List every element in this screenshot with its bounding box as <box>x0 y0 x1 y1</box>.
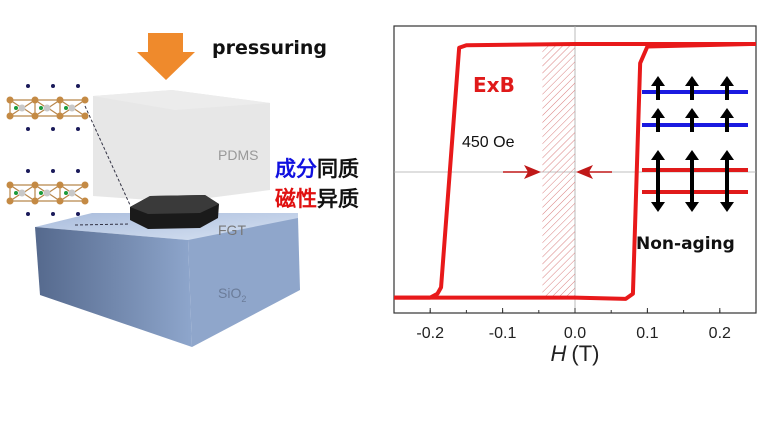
pdms-top <box>93 90 270 110</box>
fgt-label: FGT <box>218 222 246 238</box>
x-tick-label: -0.2 <box>416 325 444 342</box>
zoom-guide-line <box>84 105 131 206</box>
inset-label: Non-aging <box>636 234 735 254</box>
shift-label: 450 Oe <box>462 134 515 151</box>
hysteresis-chart: -0.2 -0.1 0.0 0.1 0.2 ExB 450 Oe Non-aging H… <box>393 25 757 366</box>
x-tick-label: -0.1 <box>489 325 517 342</box>
caption-line-1: 成分同质 <box>275 157 359 181</box>
fgt-flake-top <box>130 195 219 214</box>
loop-label: ExB <box>473 73 515 97</box>
shift-arrow-right-icon <box>576 165 612 179</box>
caption-line-2: 磁性异质 <box>275 187 359 211</box>
shift-arrow-left-icon <box>503 165 541 179</box>
crystal-structure-icon <box>6 84 89 216</box>
x-tick-label: 0.1 <box>636 325 658 342</box>
pdms-label: PDMS <box>218 147 258 163</box>
spin-inset-icon <box>642 76 748 212</box>
substrate-front <box>35 227 192 347</box>
zoom-guide-line <box>74 223 131 226</box>
exchange-bias-shaded-region <box>542 43 575 298</box>
substrate-label: SiO2 <box>218 285 246 304</box>
x-tick-label: 0.2 <box>709 325 731 342</box>
substrate-side <box>188 218 300 347</box>
x-tick-label: 0.0 <box>564 325 586 342</box>
x-axis-label: H(T) <box>551 341 600 366</box>
pressure-arrow-icon <box>137 33 195 80</box>
hysteresis-branch <box>394 41 757 301</box>
pressuring-label: pressuring <box>212 37 327 59</box>
schematic: SiO2 PDMS FGT pressuring 成分同质 磁性异质 <box>6 33 359 347</box>
pdms-block <box>93 90 270 202</box>
